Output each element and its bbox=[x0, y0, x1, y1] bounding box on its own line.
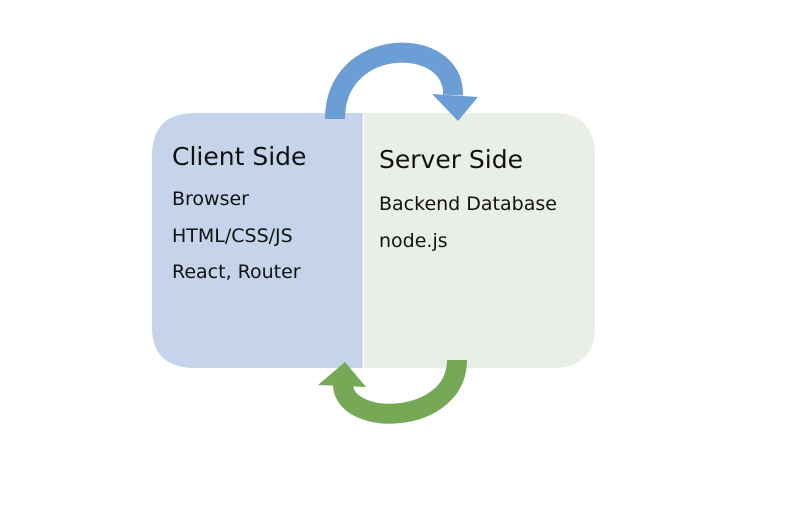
bottom-arc-body bbox=[333, 359, 467, 424]
top-arc-body bbox=[325, 42, 464, 120]
top-arrowhead bbox=[432, 94, 478, 121]
client-item-browser: Browser bbox=[172, 188, 249, 210]
server-item-backend-database: Backend Database bbox=[379, 193, 557, 215]
server-item-nodejs: node.js bbox=[379, 230, 448, 252]
server-side-panel bbox=[364, 113, 595, 368]
bottom-arc-arrow-icon bbox=[318, 359, 467, 424]
bottom-arrowhead bbox=[318, 362, 366, 387]
client-side-panel bbox=[152, 113, 363, 368]
server-side-title: Server Side bbox=[379, 145, 523, 174]
client-side-title: Client Side bbox=[172, 142, 307, 171]
client-item-html-css-js: HTML/CSS/JS bbox=[172, 225, 293, 247]
client-item-react-router: React, Router bbox=[172, 261, 301, 283]
top-arc-arrow-icon bbox=[325, 42, 478, 121]
